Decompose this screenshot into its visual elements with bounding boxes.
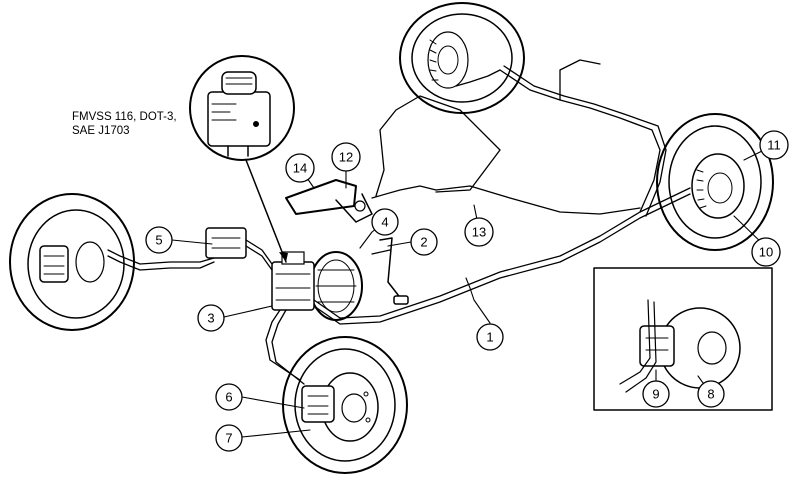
- master-cylinder: [271, 251, 315, 311]
- callout-10: 10: [751, 237, 781, 267]
- svg-text:12: 12: [339, 150, 353, 165]
- svg-text:2: 2: [420, 235, 427, 250]
- rear-disc-inset: [593, 267, 773, 411]
- rear-left-wheel: [399, 2, 525, 114]
- callout-11: 11: [759, 130, 789, 160]
- rear-right-wheel: [656, 113, 774, 251]
- proportioning-valve: [205, 227, 247, 259]
- callout-14: 14: [285, 153, 315, 183]
- brake-lines: [107, 59, 691, 385]
- svg-text:8: 8: [707, 387, 714, 402]
- front-right-wheel: [282, 336, 408, 474]
- svg-text:13: 13: [472, 225, 486, 240]
- brake-pedal: [371, 237, 409, 305]
- front-left-wheel: [9, 193, 135, 331]
- callout-9: 9: [642, 380, 670, 408]
- svg-text:5: 5: [155, 233, 162, 248]
- svg-text:10: 10: [759, 245, 773, 260]
- parking-brake-lever: [285, 179, 437, 223]
- svg-text:7: 7: [225, 431, 232, 446]
- callout-12: 12: [331, 142, 361, 172]
- callout-7: 7: [215, 424, 243, 452]
- callout-3: 3: [197, 304, 225, 332]
- svg-text:14: 14: [293, 161, 307, 176]
- callout-8: 8: [697, 380, 725, 408]
- svg-text:11: 11: [767, 138, 781, 153]
- brake-booster: [309, 251, 363, 321]
- callout-2: 2: [410, 228, 438, 256]
- fluid-spec-text: FMVSS 116, DOT-3,: [72, 111, 177, 123]
- fluid-spec-text: SAE J1703: [72, 125, 130, 137]
- svg-text:4: 4: [381, 215, 388, 230]
- callout-13: 13: [464, 217, 494, 247]
- svg-text:3: 3: [207, 311, 214, 326]
- svg-text:1: 1: [486, 330, 493, 345]
- reservoir-inset: [189, 55, 295, 263]
- leader-lines: [171, 144, 775, 438]
- callout-6: 6: [215, 383, 243, 411]
- callout-5: 5: [145, 226, 173, 254]
- svg-text:6: 6: [225, 390, 232, 405]
- callout-1: 1: [476, 323, 504, 351]
- callout-4: 4: [371, 208, 399, 236]
- svg-text:9: 9: [652, 387, 659, 402]
